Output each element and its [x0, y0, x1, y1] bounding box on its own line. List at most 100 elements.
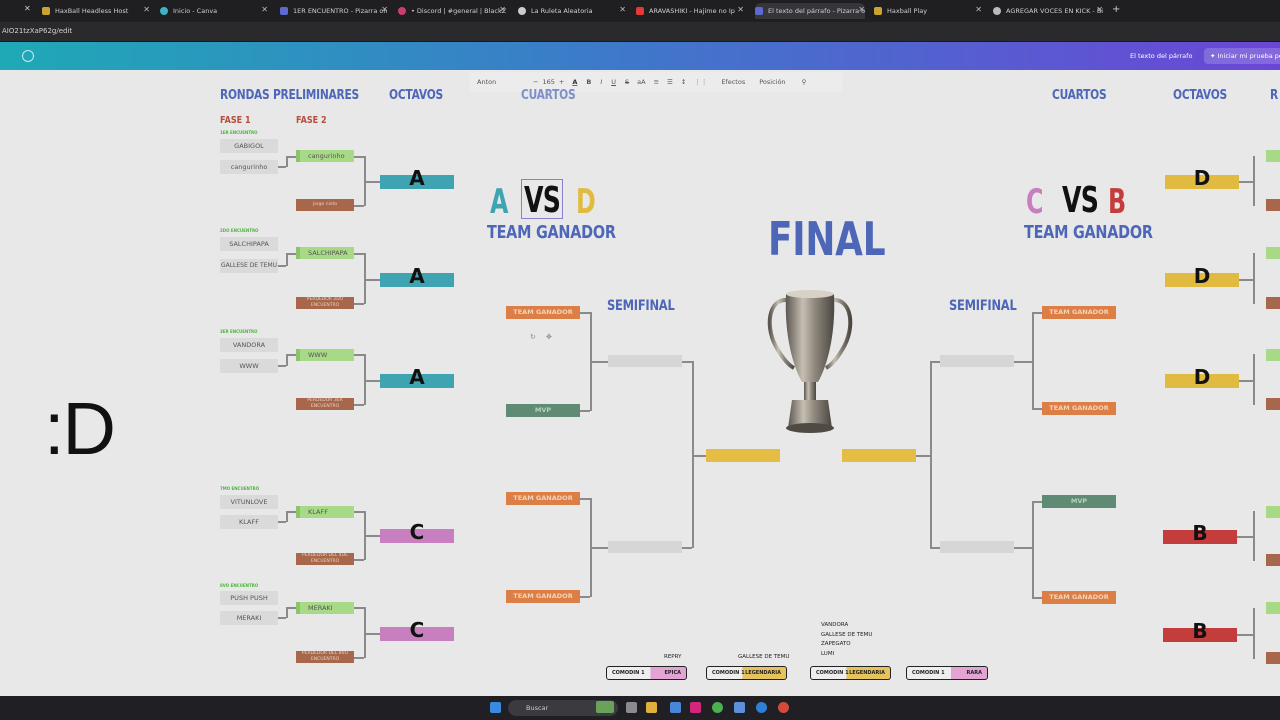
octavo-box-right[interactable]: B [1163, 621, 1237, 642]
octavo-box[interactable]: A [380, 266, 454, 287]
chrome-icon[interactable] [712, 702, 723, 713]
match-team-a[interactable]: A [490, 182, 509, 222]
octavo-box-right[interactable]: B [1163, 523, 1237, 544]
loser-box[interactable]: PERDEDOR 3ER ENCUENTRO [296, 398, 354, 410]
player-box[interactable]: MERAKI [220, 611, 278, 625]
player-box[interactable]: GABIGOL [220, 139, 278, 153]
vs-text[interactable]: VS [524, 180, 561, 221]
paint-format-icon[interactable]: ⚲ [801, 78, 807, 86]
move-icon[interactable]: ✥ [546, 333, 552, 341]
semifinal-box-left-bottom[interactable] [608, 541, 682, 553]
tab-haxball-play[interactable]: Haxball Play✕ [874, 3, 982, 19]
align-icon[interactable]: ≡ [653, 78, 660, 86]
loser-box[interactable]: PERDEDOR DEL 4DE ENCUENTRO [296, 553, 354, 565]
octavo-box[interactable]: C [380, 522, 454, 543]
tab-1er-encuentro[interactable]: 1ER ENCUENTRO - Pizarra onl✕ [280, 3, 388, 19]
close-icon[interactable]: ✕ [858, 5, 865, 14]
windows-start-icon[interactable] [490, 702, 501, 713]
loser-box-partial[interactable] [1266, 652, 1280, 664]
octavo-box[interactable]: C [380, 620, 454, 641]
design-canvas[interactable]: Anton − 165 + A B I U S aA ≡ ☰ ↕ ⋮⋮ Efec… [0, 70, 1280, 696]
edge-icon[interactable] [756, 702, 767, 713]
semifinal-box-right-bottom[interactable] [940, 541, 1014, 553]
new-tab-icon[interactable]: + [1112, 4, 1121, 15]
winner-box[interactable]: WWW [296, 349, 354, 361]
bold-icon[interactable]: B [586, 78, 592, 86]
mvp-box[interactable]: MVP [506, 404, 580, 417]
close-icon[interactable]: ✕ [1096, 5, 1103, 14]
close-icon[interactable]: ✕ [381, 5, 388, 14]
winner-box-partial[interactable] [1266, 150, 1280, 162]
winner-box-partial[interactable] [1266, 349, 1280, 361]
italic-icon[interactable]: I [600, 78, 603, 86]
vs-text-right[interactable]: VS [1062, 180, 1099, 221]
notepad-icon[interactable] [734, 702, 745, 713]
match-team-d[interactable]: D [576, 182, 596, 222]
trophy-icon[interactable] [760, 288, 860, 438]
tab-kick-voces[interactable]: AGREGAR VOCES EN KICK - Bi✕ [993, 3, 1103, 19]
loser-box-partial[interactable] [1266, 199, 1280, 211]
player-box[interactable]: WWW [220, 359, 278, 373]
task-view-icon[interactable] [626, 702, 637, 713]
close-icon[interactable]: ✕ [143, 5, 150, 14]
team-ganador-box[interactable]: TEAM GANADOR [1042, 591, 1116, 604]
font-selector[interactable]: Anton [477, 78, 497, 86]
start-trial-button[interactable]: ✦ Iniciar mi prueba por [1204, 48, 1280, 64]
player-box[interactable]: cangurinho [220, 160, 278, 174]
semifinal-box-left-top[interactable] [608, 355, 682, 367]
weather-icon[interactable] [596, 701, 614, 713]
octavo-box-right[interactable]: D [1165, 266, 1239, 287]
rotate-icon[interactable]: ↻ [530, 333, 536, 341]
octavo-box-right[interactable]: D [1165, 367, 1239, 388]
mvp-box[interactable]: MVP [1042, 495, 1116, 508]
effects-button[interactable]: Efectos [721, 78, 746, 86]
case-icon[interactable]: aA [637, 78, 646, 86]
tab-discord[interactable]: • Discord | #general | BlackZer✕ [398, 3, 506, 19]
close-icon[interactable]: ✕ [499, 5, 506, 14]
tab-youtube[interactable]: ARAVASHIKI - Hajime no Ip✕ [636, 3, 744, 19]
loser-box[interactable]: PERDEDOR 2DO ENCUENTRO [296, 297, 354, 309]
url-text[interactable]: AIO21tzXaP62g/edit [2, 27, 73, 35]
cloud-save-icon[interactable] [22, 50, 34, 62]
close-icon[interactable]: ✕ [24, 4, 31, 13]
record-icon[interactable] [778, 702, 789, 713]
winner-box[interactable]: cangurinho [296, 150, 354, 162]
file-explorer-icon[interactable] [646, 702, 657, 713]
spacing-icon[interactable]: ↕ [680, 78, 687, 86]
player-box[interactable]: VANDORA [220, 338, 278, 352]
match-team-c[interactable]: C [1026, 182, 1044, 222]
size-decrease-button[interactable]: − [533, 78, 539, 86]
underline-icon[interactable]: U [611, 78, 617, 86]
document-title[interactable]: El texto del párrafo [1130, 52, 1193, 60]
winner-box[interactable]: MERAKI [296, 602, 354, 614]
loser-box[interactable]: PERDEDOR DEL 8VO ENCUENTRO [296, 651, 354, 663]
octavo-box[interactable]: A [380, 367, 454, 388]
final-box-left[interactable] [706, 449, 780, 462]
more-format-icon[interactable]: ⋮⋮ [694, 78, 708, 86]
close-icon[interactable]: ✕ [975, 5, 982, 14]
tab-haxball-headless[interactable]: HaxBall Headless Host✕ [42, 3, 150, 19]
team-ganador-box[interactable]: TEAM GANADOR [1042, 306, 1116, 319]
player-box[interactable]: SALCHIPAPA [220, 237, 278, 251]
match-team-b[interactable]: B [1108, 182, 1127, 222]
winner-box[interactable]: SALCHIPAPA [296, 247, 354, 259]
loser-box-partial[interactable] [1266, 297, 1280, 309]
octavo-box-right[interactable]: D [1165, 168, 1239, 189]
font-size-input[interactable]: 165 [542, 78, 555, 86]
player-box[interactable]: GALLESE DE TEMU [220, 259, 278, 273]
player-box[interactable]: KLAFF [220, 515, 278, 529]
team-ganador-box[interactable]: TEAM GANADOR [506, 306, 580, 319]
address-bar[interactable]: AIO21tzXaP62g/edit [0, 22, 1280, 42]
winner-box[interactable]: KLAFF [296, 506, 354, 518]
text-color-icon[interactable]: A [572, 78, 578, 86]
player-box[interactable]: VITUNLOVE [220, 495, 278, 509]
player-box[interactable]: PUSH PUSH [220, 591, 278, 605]
list-icon[interactable]: ☰ [667, 78, 673, 86]
size-increase-button[interactable]: + [558, 78, 565, 86]
store-icon[interactable] [670, 702, 681, 713]
loser-box-partial[interactable] [1266, 554, 1280, 566]
